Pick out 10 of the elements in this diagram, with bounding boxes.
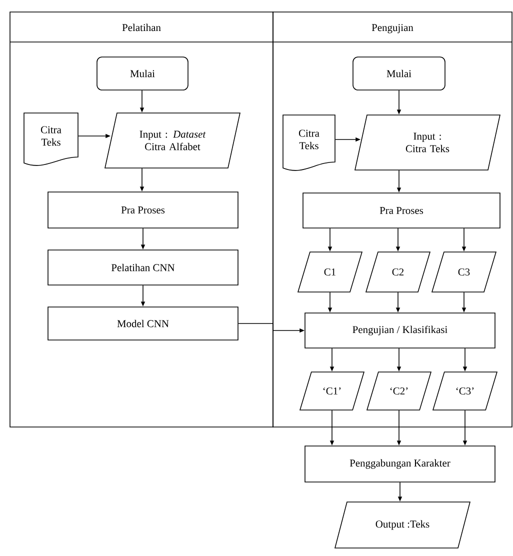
data-parallelogram: Input : Dataset Citra Alfabet: [104, 112, 240, 168]
process-box: Pra Proses: [302, 192, 500, 228]
terminator-box: Mulai: [96, 56, 188, 90]
process-box: Model CNN: [48, 306, 238, 340]
process-box: Pengujian / Klasifikasi: [304, 312, 496, 348]
data-parallelogram: Input : Citra Teks: [354, 114, 500, 170]
process-box: Penggabungan Karakter: [304, 446, 496, 482]
process-box: Pelatihan CNN: [48, 250, 238, 286]
process-box: Pra Proses: [48, 192, 238, 228]
terminator-box: Mulai: [352, 56, 446, 90]
